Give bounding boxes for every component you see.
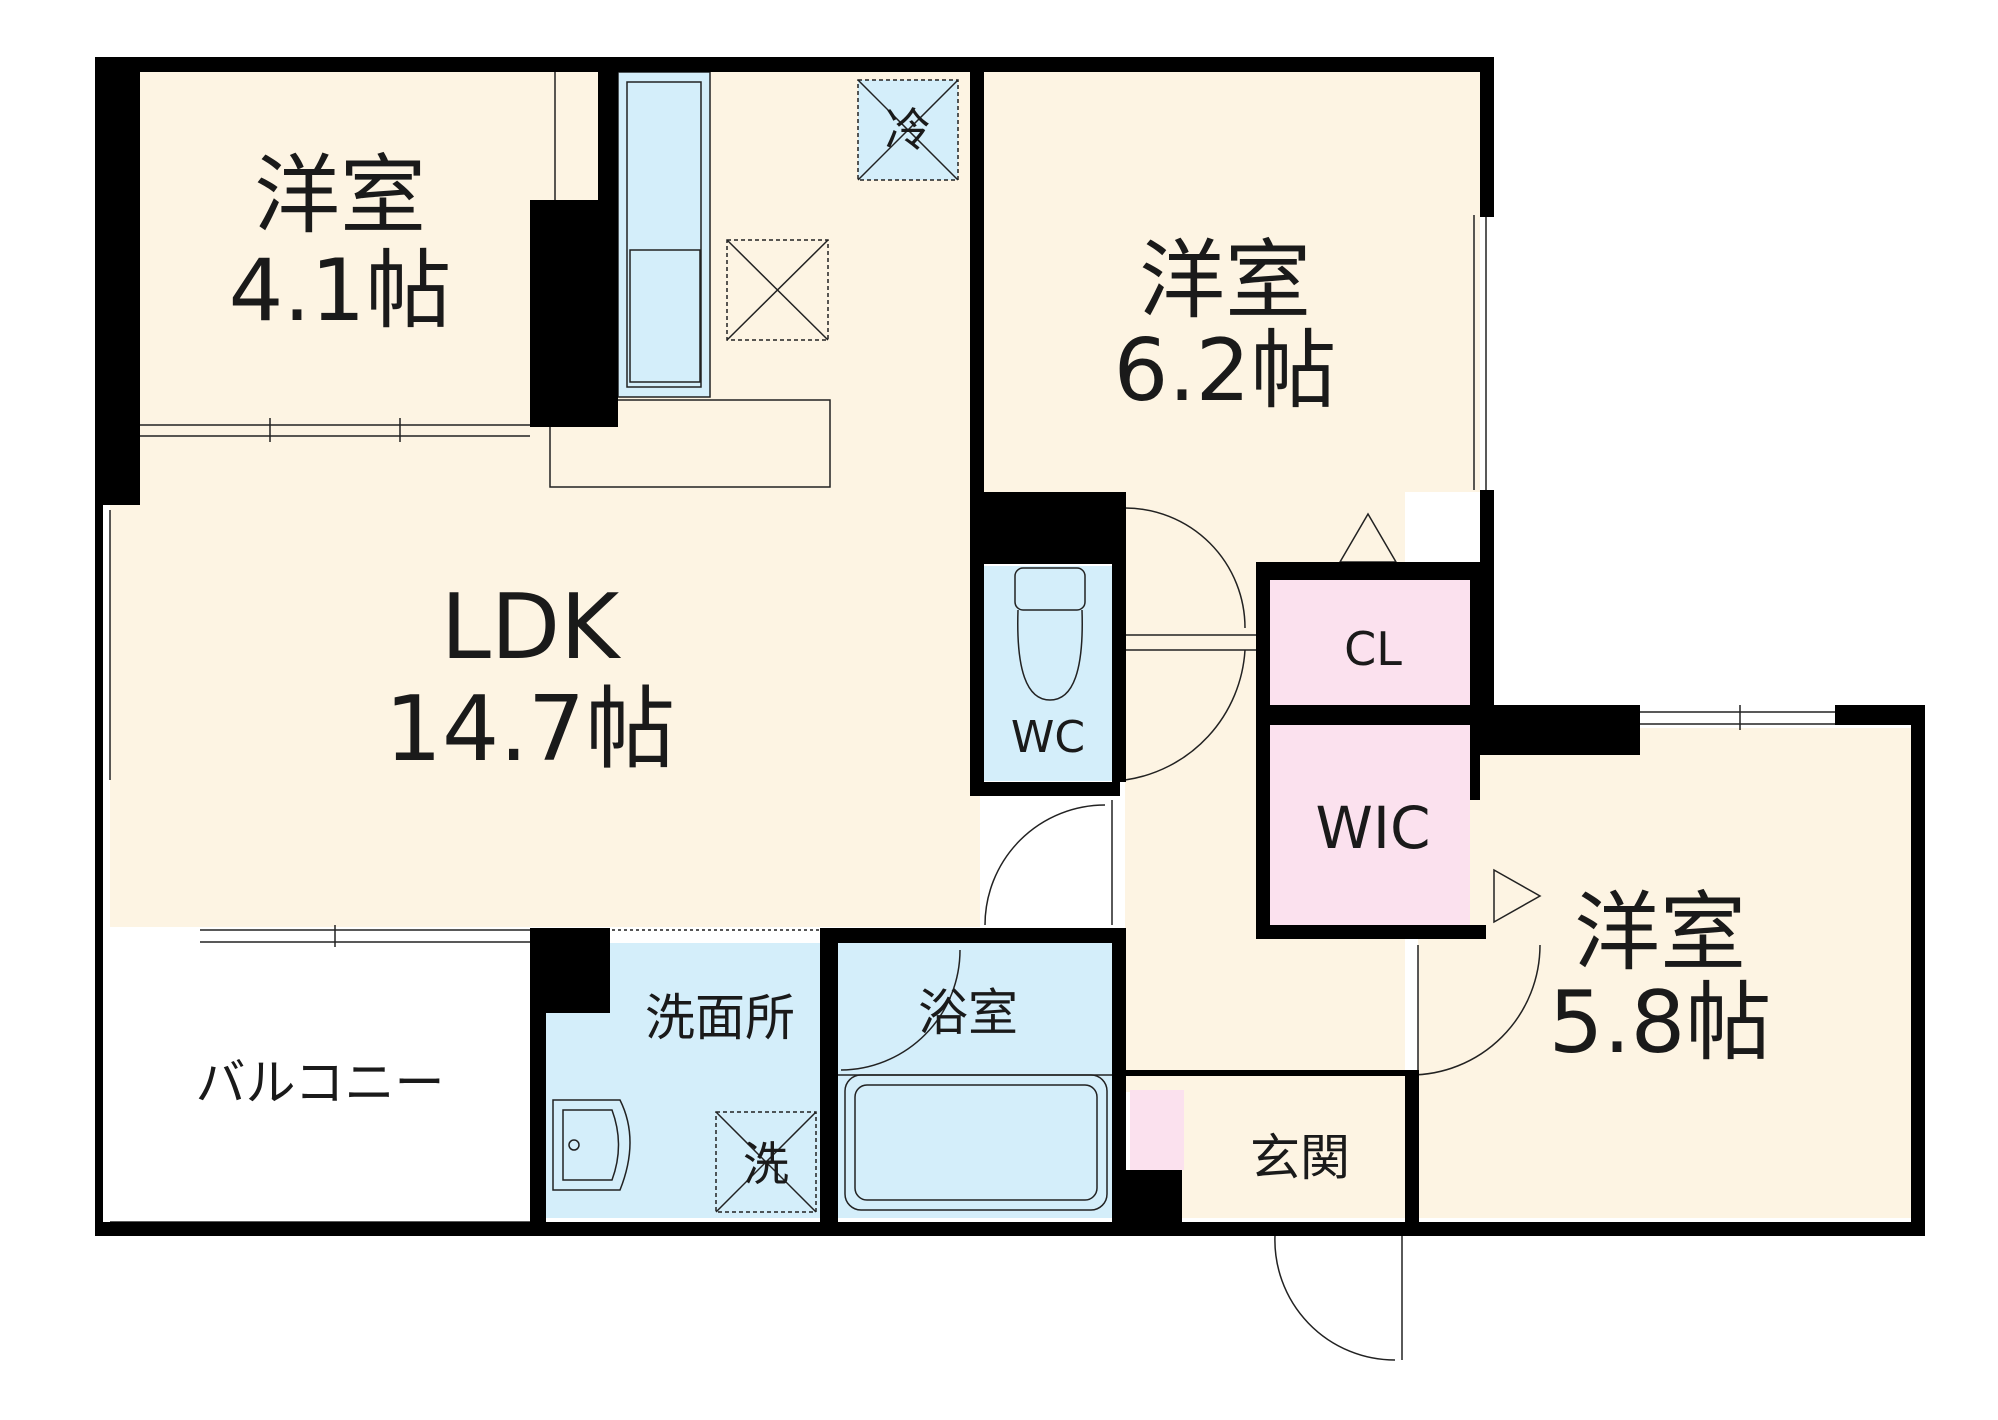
door-swings [840, 507, 1541, 1361]
room-wic-floor [1270, 725, 1470, 925]
kitchen-sink [629, 249, 701, 383]
door-triangle-side [1493, 868, 1542, 924]
balcony-floor [110, 943, 530, 1231]
room-ldk-size: 14.7帖 [385, 677, 675, 782]
kitchen-counter [618, 72, 710, 397]
room-ldk-floor [110, 427, 980, 927]
fixtures [97, 71, 1835, 1361]
room-bathroom-floor [838, 943, 1113, 1218]
room-bathroom-label: 浴室 [918, 984, 1018, 1042]
room-western-58-name: 洋室 [1574, 883, 1746, 983]
room-entrance-label: 玄関 [1250, 1129, 1350, 1187]
room-washroom-label: 洗面所 [645, 989, 795, 1047]
room-labels: 洋室 4.1帖 LDK 14.7帖 洋室 6.2帖 洋室 5.8帖 WC CL … [196, 103, 1772, 1191]
room-western-41-size: 4.1帖 [229, 241, 452, 341]
balcony-label: バルコニー [196, 1054, 445, 1112]
room-wc-label: WC [1011, 712, 1085, 763]
hallway-floor-2 [1125, 930, 1405, 1080]
washbasin-fixture [552, 1099, 631, 1191]
toilet-fixture [1014, 567, 1086, 701]
fridge-box [857, 79, 959, 181]
washer-box [715, 1111, 817, 1213]
room-ldk-name: LDK [441, 575, 621, 680]
walls [95, 57, 1925, 1236]
washer-label: 洗 [743, 1137, 789, 1191]
kitchen-counter-inner [626, 81, 702, 388]
room-wc-floor [983, 566, 1113, 781]
stove-box [726, 239, 829, 341]
room-western-62-floor [980, 72, 1480, 492]
room-western-62-name: 洋室 [1139, 231, 1311, 331]
room-western-58-floor [1418, 728, 1918, 1218]
room-western-41-floor [140, 72, 598, 427]
room-western-62-size: 6.2帖 [1114, 321, 1337, 421]
room-western-41-name: 洋室 [254, 146, 426, 246]
room-western-58-size: 5.8帖 [1549, 973, 1772, 1073]
kitchen-peninsula [549, 399, 831, 488]
room-cl-label: CL [1344, 622, 1402, 676]
room-wic-label: WIC [1316, 794, 1431, 862]
entry-shoe-box [1130, 1090, 1184, 1170]
room-cl-floor [1270, 580, 1470, 705]
fridge-label: 冷 [885, 103, 931, 157]
